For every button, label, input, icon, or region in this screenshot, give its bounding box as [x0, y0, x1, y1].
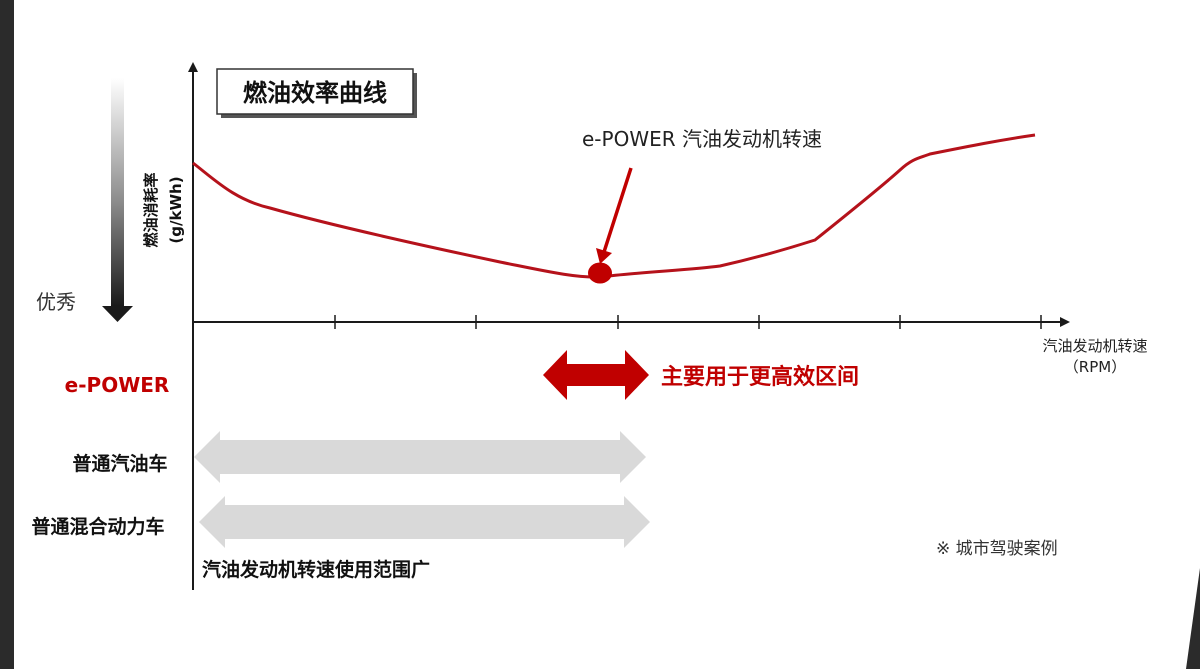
better-gradient-bar — [111, 78, 124, 306]
y-axis-label-line1: 燃油消耗率 — [142, 172, 160, 247]
epower-point-label: e-POWER 汽油发动机转速 — [582, 127, 822, 151]
footnote: ※ 城市驾驶案例 — [936, 539, 1058, 559]
epower-range-note: 主要用于更高效区间 — [661, 364, 859, 390]
corner-decoration — [1186, 568, 1200, 669]
pointer-shaft — [602, 167, 633, 253]
title-box-frame — [216, 68, 414, 115]
row-label-epower: e-POWER — [65, 373, 170, 397]
epower-pointer-arrow — [596, 167, 633, 264]
x-axis-label-line2: （RPM） — [1064, 358, 1126, 376]
y-axis-arrowhead — [188, 62, 198, 72]
title-box: 燃油效率曲线 — [216, 68, 417, 118]
x-axis-label-line1: 汽油发动机转速 — [1042, 337, 1147, 355]
row-label-hybrid-car: 普通混合动力车 — [31, 515, 164, 538]
pointer-head — [596, 248, 612, 264]
wide-range-note: 汽油发动机转速使用范围广 — [202, 558, 430, 581]
row-label-gasoline-car: 普通汽油车 — [72, 452, 167, 475]
chart-title: 燃油效率曲线 — [243, 79, 387, 107]
fuel-consumption-curve — [192, 133, 1036, 279]
y-axis-label-line2: (g/kWh) — [167, 176, 185, 243]
x-axis-ticks — [334, 315, 1042, 329]
better-label: 优秀 — [36, 290, 76, 314]
epower-operating-point — [588, 262, 612, 284]
x-axis-arrowhead — [1060, 317, 1070, 327]
gasoline-car-range-arrow — [194, 431, 646, 483]
epower-range-arrow — [543, 350, 649, 400]
axes — [188, 62, 1070, 590]
better-direction-arrow — [102, 78, 133, 322]
slide — [14, 0, 1186, 669]
better-arrow-head — [102, 306, 133, 322]
hybrid-car-range-arrow — [199, 496, 650, 548]
right-edge-strip — [1186, 0, 1200, 669]
